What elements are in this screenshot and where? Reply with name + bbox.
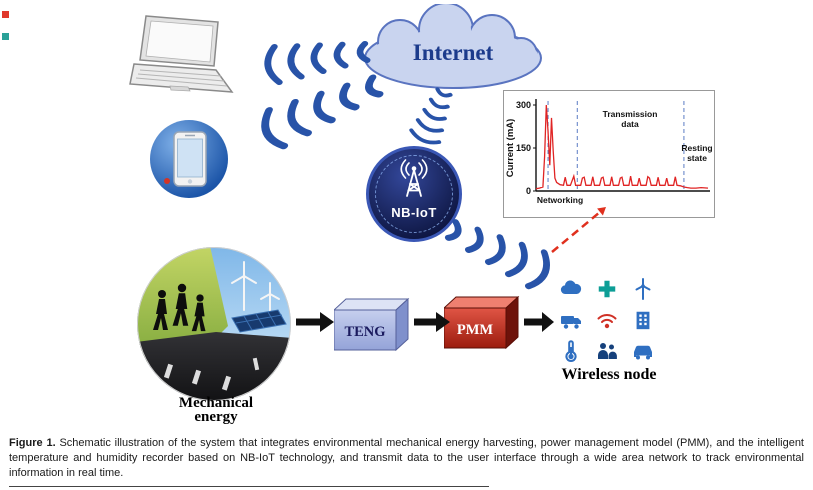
- margin-marker-teal: [2, 33, 9, 40]
- thermometer-icon: [556, 338, 586, 364]
- cloud-shape: [364, 4, 542, 89]
- wireless-node-grid: [556, 276, 660, 364]
- pmm-box: PMM: [444, 295, 520, 350]
- truck-icon: [556, 307, 586, 333]
- chart-current-line: [535, 104, 709, 190]
- wireless-node-label: Wireless node: [561, 366, 657, 383]
- figure-caption-text: Schematic illustration of the system tha…: [9, 437, 804, 479]
- chart-dashed-guides: [547, 101, 685, 191]
- svg-text:150: 150: [516, 143, 531, 153]
- teng-box: TENG: [334, 297, 410, 352]
- chart-annotation-networking: Networking: [537, 195, 583, 205]
- signal-beam-nbiot-node: [444, 213, 553, 290]
- mechanical-energy-label: Mechanical energy: [178, 395, 254, 425]
- teng-label: TENG: [344, 324, 385, 340]
- internet-label: Internet: [412, 40, 494, 65]
- svg-text:300: 300: [516, 100, 531, 110]
- internet-cloud: Internet: [358, 4, 548, 96]
- road-markings: [163, 357, 260, 391]
- chart-y-ticks: 300 150 0: [516, 100, 536, 196]
- car-icon: [628, 338, 658, 364]
- chart-y-axis-label: Current (mA): [505, 119, 516, 178]
- people-icon: [592, 338, 622, 364]
- building-icon: [628, 307, 658, 333]
- figure-caption-label: Figure 1.: [9, 437, 56, 449]
- road: [137, 332, 291, 401]
- footer-rule: [9, 486, 489, 487]
- antenna-icon: [400, 159, 428, 197]
- people-silhouettes: [153, 283, 206, 332]
- cloud-icon: [556, 276, 586, 302]
- wind-turbines: [231, 261, 280, 321]
- smartphone-icon: [164, 131, 207, 187]
- laptop-illustration: [129, 15, 234, 93]
- svg-text:0: 0: [526, 186, 531, 196]
- smartphone-bubble: [150, 120, 228, 198]
- solar-panel: [231, 309, 287, 333]
- figure-caption: Figure 1. Schematic illustration of the …: [0, 436, 813, 481]
- signal-beam-cloud-laptop: [265, 34, 368, 83]
- nbiot-node: NB-IoT: [366, 146, 462, 242]
- pmm-label: PMM: [457, 322, 494, 338]
- flow-arrow-collage-teng: [296, 312, 334, 332]
- wind-turbine-icon: [628, 276, 658, 302]
- flow-arrow-pmm-node: [524, 312, 554, 332]
- nbiot-label: NB-IoT: [391, 205, 437, 220]
- medical-cross-icon: [592, 276, 622, 302]
- mechanical-energy-collage: [137, 247, 291, 401]
- margin-marker-red: [2, 11, 9, 18]
- wifi-icon: [592, 307, 622, 333]
